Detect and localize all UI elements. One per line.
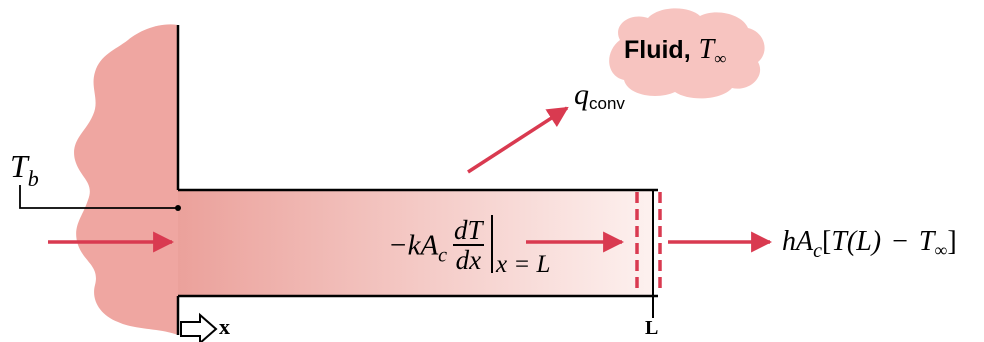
tip-convection-expression: hAc[T(L) − T∞] [782,226,957,262]
base-point [175,205,181,211]
tb-leader-line [19,185,178,209]
conduction-prefix: −kA [388,229,439,262]
fluid-t-symbol: T [698,34,715,65]
length-label: L [645,317,659,339]
derivative-numerator: dT [453,215,484,247]
fluid-sep: , [683,36,691,64]
tip-tinf-symbol: T [918,226,935,257]
q-symbol: q [574,78,589,111]
eval-bar [491,215,493,273]
tb-symbol: T [10,148,28,184]
eval-point: x = L [496,251,551,278]
tip-bracket-open: [ [822,226,832,257]
x-axis-label: x [219,314,230,339]
tip-minus: − [892,226,908,257]
tb-subscript: b [27,166,39,191]
q-subscript: conv [589,94,625,113]
conduction-expression: −kAc dT dx [388,216,484,276]
tip-prefix-sub: c [813,240,822,262]
conduction-prefix-sub: c [438,244,448,267]
fluid-word: Fluid [624,36,684,64]
t-base-label: Tb [10,150,39,190]
tip-prefix: hA [782,226,814,257]
derivative-fraction: dT dx [453,216,484,276]
fluid-label: Fluid, T∞ [624,34,727,68]
cloud-shape [609,8,765,99]
tip-bracket-close: ] [947,226,957,257]
wall-shape [74,24,178,335]
fluid-t-subscript: ∞ [714,49,727,68]
tip-function: T(L) [831,226,882,257]
q-conv-arrow [467,106,569,174]
hollow-arrow-icon [180,312,218,342]
q-conv-label: qconv [574,78,625,113]
derivative-denominator: dx [455,245,482,276]
tip-tinf-subscript: ∞ [934,240,948,260]
